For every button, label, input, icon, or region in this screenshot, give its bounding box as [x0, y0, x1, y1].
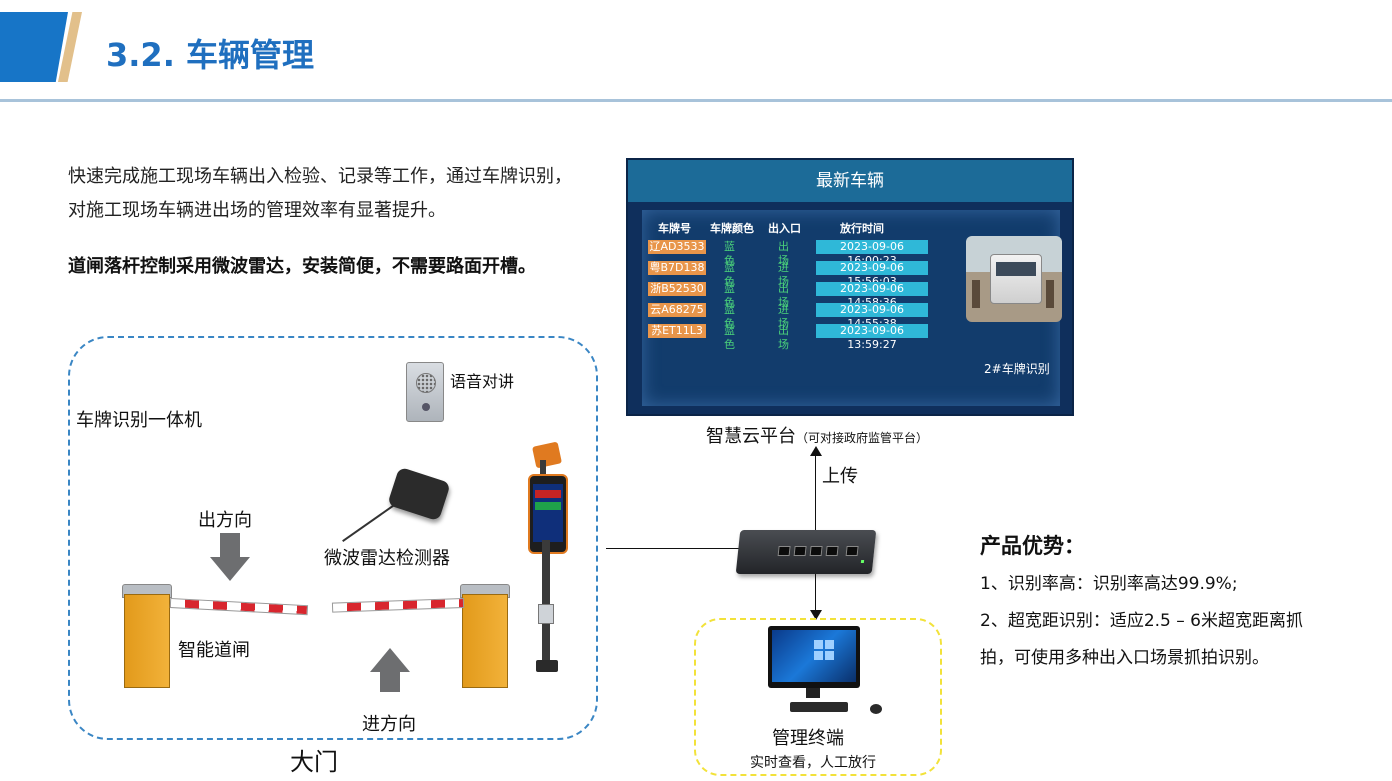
mouse-icon [870, 704, 882, 714]
pass-time: 2023-09-06 14:55:38 [816, 303, 928, 330]
plate-number: 苏ET11L3 [648, 324, 706, 338]
advantage-item-1: 1、识别率高：识别率高达99.9%; [980, 574, 1238, 594]
plate-color: 蓝色 [724, 303, 735, 330]
gate-direction: 出场 [778, 282, 789, 309]
gate-caption: 大门 [290, 748, 338, 776]
gate-region [68, 336, 598, 740]
lpr-camera-stem [540, 460, 546, 476]
platform-caption-sub: （可对接政府监管平台） [796, 431, 929, 445]
intro-text: 快速完成施工现场车辆出入检验、记录等工作，通过车牌识别，对施工现场车辆进出场的管… [68, 166, 572, 221]
plate-color: 蓝色 [724, 324, 735, 351]
gate-direction: 进场 [778, 261, 789, 288]
plate-number: 云A68275 [648, 303, 706, 317]
exit-arrow-icon [220, 533, 240, 557]
header-divider [0, 99, 1392, 102]
entry-arrow-icon [370, 648, 410, 672]
exit-arrow-head [210, 557, 250, 581]
plate-color: 蓝色 [724, 261, 735, 288]
network-switch-icon [735, 530, 877, 574]
monitor-icon [768, 626, 860, 688]
barrier-label: 智能道闸 [178, 640, 250, 661]
keyboard-icon [790, 702, 848, 712]
vehicle-table: 车牌号 车牌颜色 出入口 放行时间 辽AD3533 蓝色 出场 2023-09-… [642, 210, 1062, 406]
upload-arrow-icon [810, 446, 822, 456]
terminal-label: 管理终端 [772, 728, 844, 749]
pass-time: 2023-09-06 15:56:03 [816, 261, 928, 288]
snapshot-caption: 2#车牌识别 [984, 362, 1050, 376]
lpr-control-box [538, 604, 554, 624]
gate-direction: 出场 [778, 324, 789, 351]
col-header-gate: 出入口 [768, 222, 801, 235]
intercom-icon [406, 362, 444, 422]
advantage-item-2: 2、超宽距识别：适应2.5 – 6米超宽距离抓拍，可使用多种出入口场景抓拍识别。 [980, 611, 1303, 668]
intercom-label: 语音对讲 [450, 372, 515, 391]
terminal-arrow-icon [810, 610, 822, 620]
lpr-base [536, 660, 558, 672]
col-header-plate: 车牌号 [658, 222, 691, 235]
pass-time: 2023-09-06 16:00:23 [816, 240, 928, 267]
pass-time: 2023-09-06 13:59:27 [816, 324, 928, 351]
advantages-title: 产品优势： [980, 534, 1085, 558]
entry-arrow-shaft [380, 672, 400, 692]
page-title: 3.2. 车辆管理 [106, 36, 314, 74]
radar-label: 微波雷达检测器 [324, 548, 450, 569]
terminal-link-line [815, 574, 816, 614]
cloud-platform-panel: 最新车辆 车牌号 车牌颜色 出入口 放行时间 辽AD3533 蓝色 出场 202… [626, 158, 1074, 416]
barrier-left [124, 594, 170, 688]
lpr-label: 车牌识别一体机 [76, 410, 202, 431]
highlight-text: 道闸落杆控制采用微波雷达，安装简便，不需要路面开槽。 [68, 256, 536, 277]
upload-line [815, 452, 816, 530]
snapshot-image[interactable] [966, 236, 1062, 322]
terminal-region [694, 618, 942, 776]
platform-caption: 智慧云平台（可对接政府监管平台） [706, 422, 928, 448]
plate-number: 辽AD3533 [648, 240, 706, 254]
monitor-stand [806, 688, 820, 698]
terminal-sub: 实时查看，人工放行 [750, 755, 876, 771]
platform-title: 最新车辆 [628, 160, 1072, 202]
platform-caption-main: 智慧云平台 [706, 426, 796, 447]
barrier-right [462, 594, 508, 688]
plate-color: 蓝色 [724, 240, 735, 267]
plate-number: 浙B52530 [648, 282, 706, 296]
plate-number: 粤B7D138 [648, 261, 706, 275]
upload-label: 上传 [822, 466, 858, 487]
pass-time: 2023-09-06 14:58:36 [816, 282, 928, 309]
gate-direction: 出场 [778, 240, 789, 267]
exit-direction-label: 出方向 [198, 510, 252, 531]
col-header-time: 放行时间 [840, 222, 884, 235]
gate-direction: 进场 [778, 303, 789, 330]
entry-direction-label: 进方向 [362, 714, 416, 735]
advantages-body: 1、识别率高：识别率高达99.9%; 2、超宽距识别：适应2.5 – 6米超宽距… [980, 566, 1320, 677]
col-header-color: 车牌颜色 [710, 222, 754, 235]
gate-link-line [606, 548, 746, 549]
header-accent-bar [0, 12, 68, 82]
plate-color: 蓝色 [724, 282, 735, 309]
